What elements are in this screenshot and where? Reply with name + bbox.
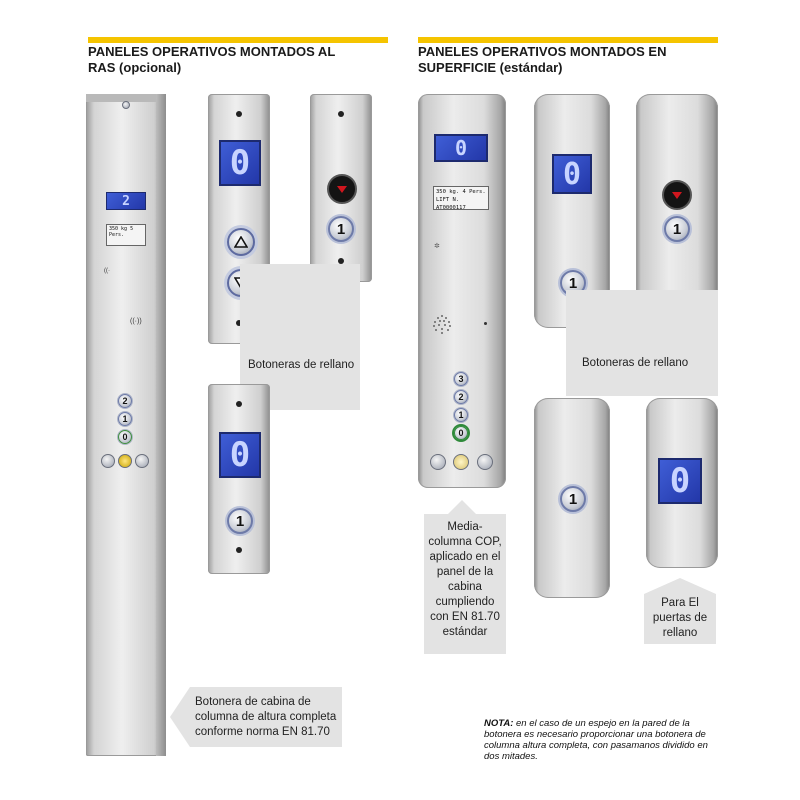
cop-half-column-panel: 0 350 kg. 4 Pers. LIFT N. AT0000117 ✲ 3 … <box>418 94 506 488</box>
screw-icon <box>236 320 242 326</box>
column-button-0[interactable]: 0 <box>118 430 132 444</box>
cop-door-open-button[interactable] <box>430 454 446 470</box>
cop-door-close-button[interactable] <box>477 454 493 470</box>
full-height-column-panel: 2 350 kg 5 Pers. ((· ((·)) 2 1 0 <box>86 94 166 756</box>
cop-button-0[interactable]: 0 <box>454 426 468 440</box>
caption-landing-right: Botoneras de rellano <box>566 290 718 396</box>
surface-floor-display: 0 <box>552 154 592 194</box>
caption-doors: Para El puertas de rellano <box>644 594 716 644</box>
cop-button-1[interactable]: 1 <box>454 408 468 422</box>
right-section-heading: PANELES OPERATIVOS MONTADOS EN SUPERFICI… <box>418 44 667 75</box>
caption-cabin-pointer <box>170 687 190 747</box>
column-display-digit: 2 <box>122 193 130 209</box>
column-right-edge <box>156 94 166 756</box>
left-section-heading: PANELES OPERATIVOS MONTADOS AL RAS (opci… <box>88 44 336 75</box>
speaker-icon <box>122 101 130 109</box>
down-arrow-red-icon <box>337 185 347 193</box>
caption-cop-pointer <box>448 500 476 514</box>
arrow-up-icon <box>234 236 248 248</box>
surface-call-button-1c[interactable]: 1 <box>560 486 586 512</box>
landing-call-button-1b[interactable]: 1 <box>227 508 253 534</box>
column-capacity-plate: 350 kg 5 Pers. <box>106 224 146 246</box>
landing-panel-indicator: 1 <box>310 94 372 282</box>
cop-alarm-button[interactable] <box>453 454 469 470</box>
right-accent-bar <box>418 37 718 43</box>
surface-direction-indicator <box>662 180 692 210</box>
cop-button-3[interactable]: 3 <box>454 372 468 386</box>
screw-icon <box>236 547 242 553</box>
note-label: NOTA: <box>484 718 514 729</box>
cop-floor-display: 0 <box>434 134 488 162</box>
cop-button-2[interactable]: 2 <box>454 390 468 404</box>
column-button-2[interactable]: 2 <box>118 394 132 408</box>
caption-doors-pointer <box>644 578 716 594</box>
note-body: en el caso de un espejo en la pared de l… <box>484 718 708 762</box>
down-arrow-red-icon <box>672 191 682 199</box>
column-door-open-button[interactable] <box>101 454 115 468</box>
landing-door-display-panel: 0 <box>646 398 718 568</box>
surface-call-button-1b[interactable]: 1 <box>664 216 690 242</box>
speaker-grille-icon <box>430 312 454 336</box>
cop-capacity-plate: 350 kg. 4 Pers. LIFT N. AT0000117 <box>433 186 489 210</box>
column-plate-text: 350 kg 5 Pers. <box>109 226 134 238</box>
column-floor-display: 2 <box>106 192 146 210</box>
column-button-1[interactable]: 1 <box>118 412 132 426</box>
column-top-rim <box>86 94 166 102</box>
surface-landing-panel-display: 0 1 <box>534 94 610 328</box>
screw-icon <box>236 401 242 407</box>
landing-door-floor-display: 0 <box>658 458 702 504</box>
column-alarm-button[interactable] <box>118 454 132 468</box>
left-accent-bar <box>88 37 388 43</box>
landing-floor-display: 0 <box>219 140 261 186</box>
note-text: NOTA: en el caso de un espejo en la pare… <box>484 718 718 762</box>
cop-dot-icon <box>484 322 487 325</box>
caption-cabin-column: Botonera de cabina de columna de altura … <box>190 687 342 747</box>
landing-call-button-1[interactable]: 1 <box>328 216 354 242</box>
surface-landing-panel-button: 1 <box>534 398 610 598</box>
direction-indicator <box>327 174 357 204</box>
landing-panel-display: 0 1 <box>208 384 270 574</box>
landing-floor-display-2: 0 <box>219 432 261 478</box>
column-rfid-icon: ((· <box>104 268 110 274</box>
surface-landing-panel-indicator: 1 <box>636 94 718 328</box>
screw-icon <box>236 111 242 117</box>
column-nfc-icon: ((·)) <box>130 318 142 325</box>
cop-sensor-icon: ✲ <box>434 243 440 250</box>
caption-cop: Media-columna COP, aplicado en el panel … <box>424 514 506 654</box>
screw-icon <box>338 111 344 117</box>
screw-icon <box>338 258 344 264</box>
call-up-button[interactable] <box>227 228 255 256</box>
column-door-close-button[interactable] <box>135 454 149 468</box>
